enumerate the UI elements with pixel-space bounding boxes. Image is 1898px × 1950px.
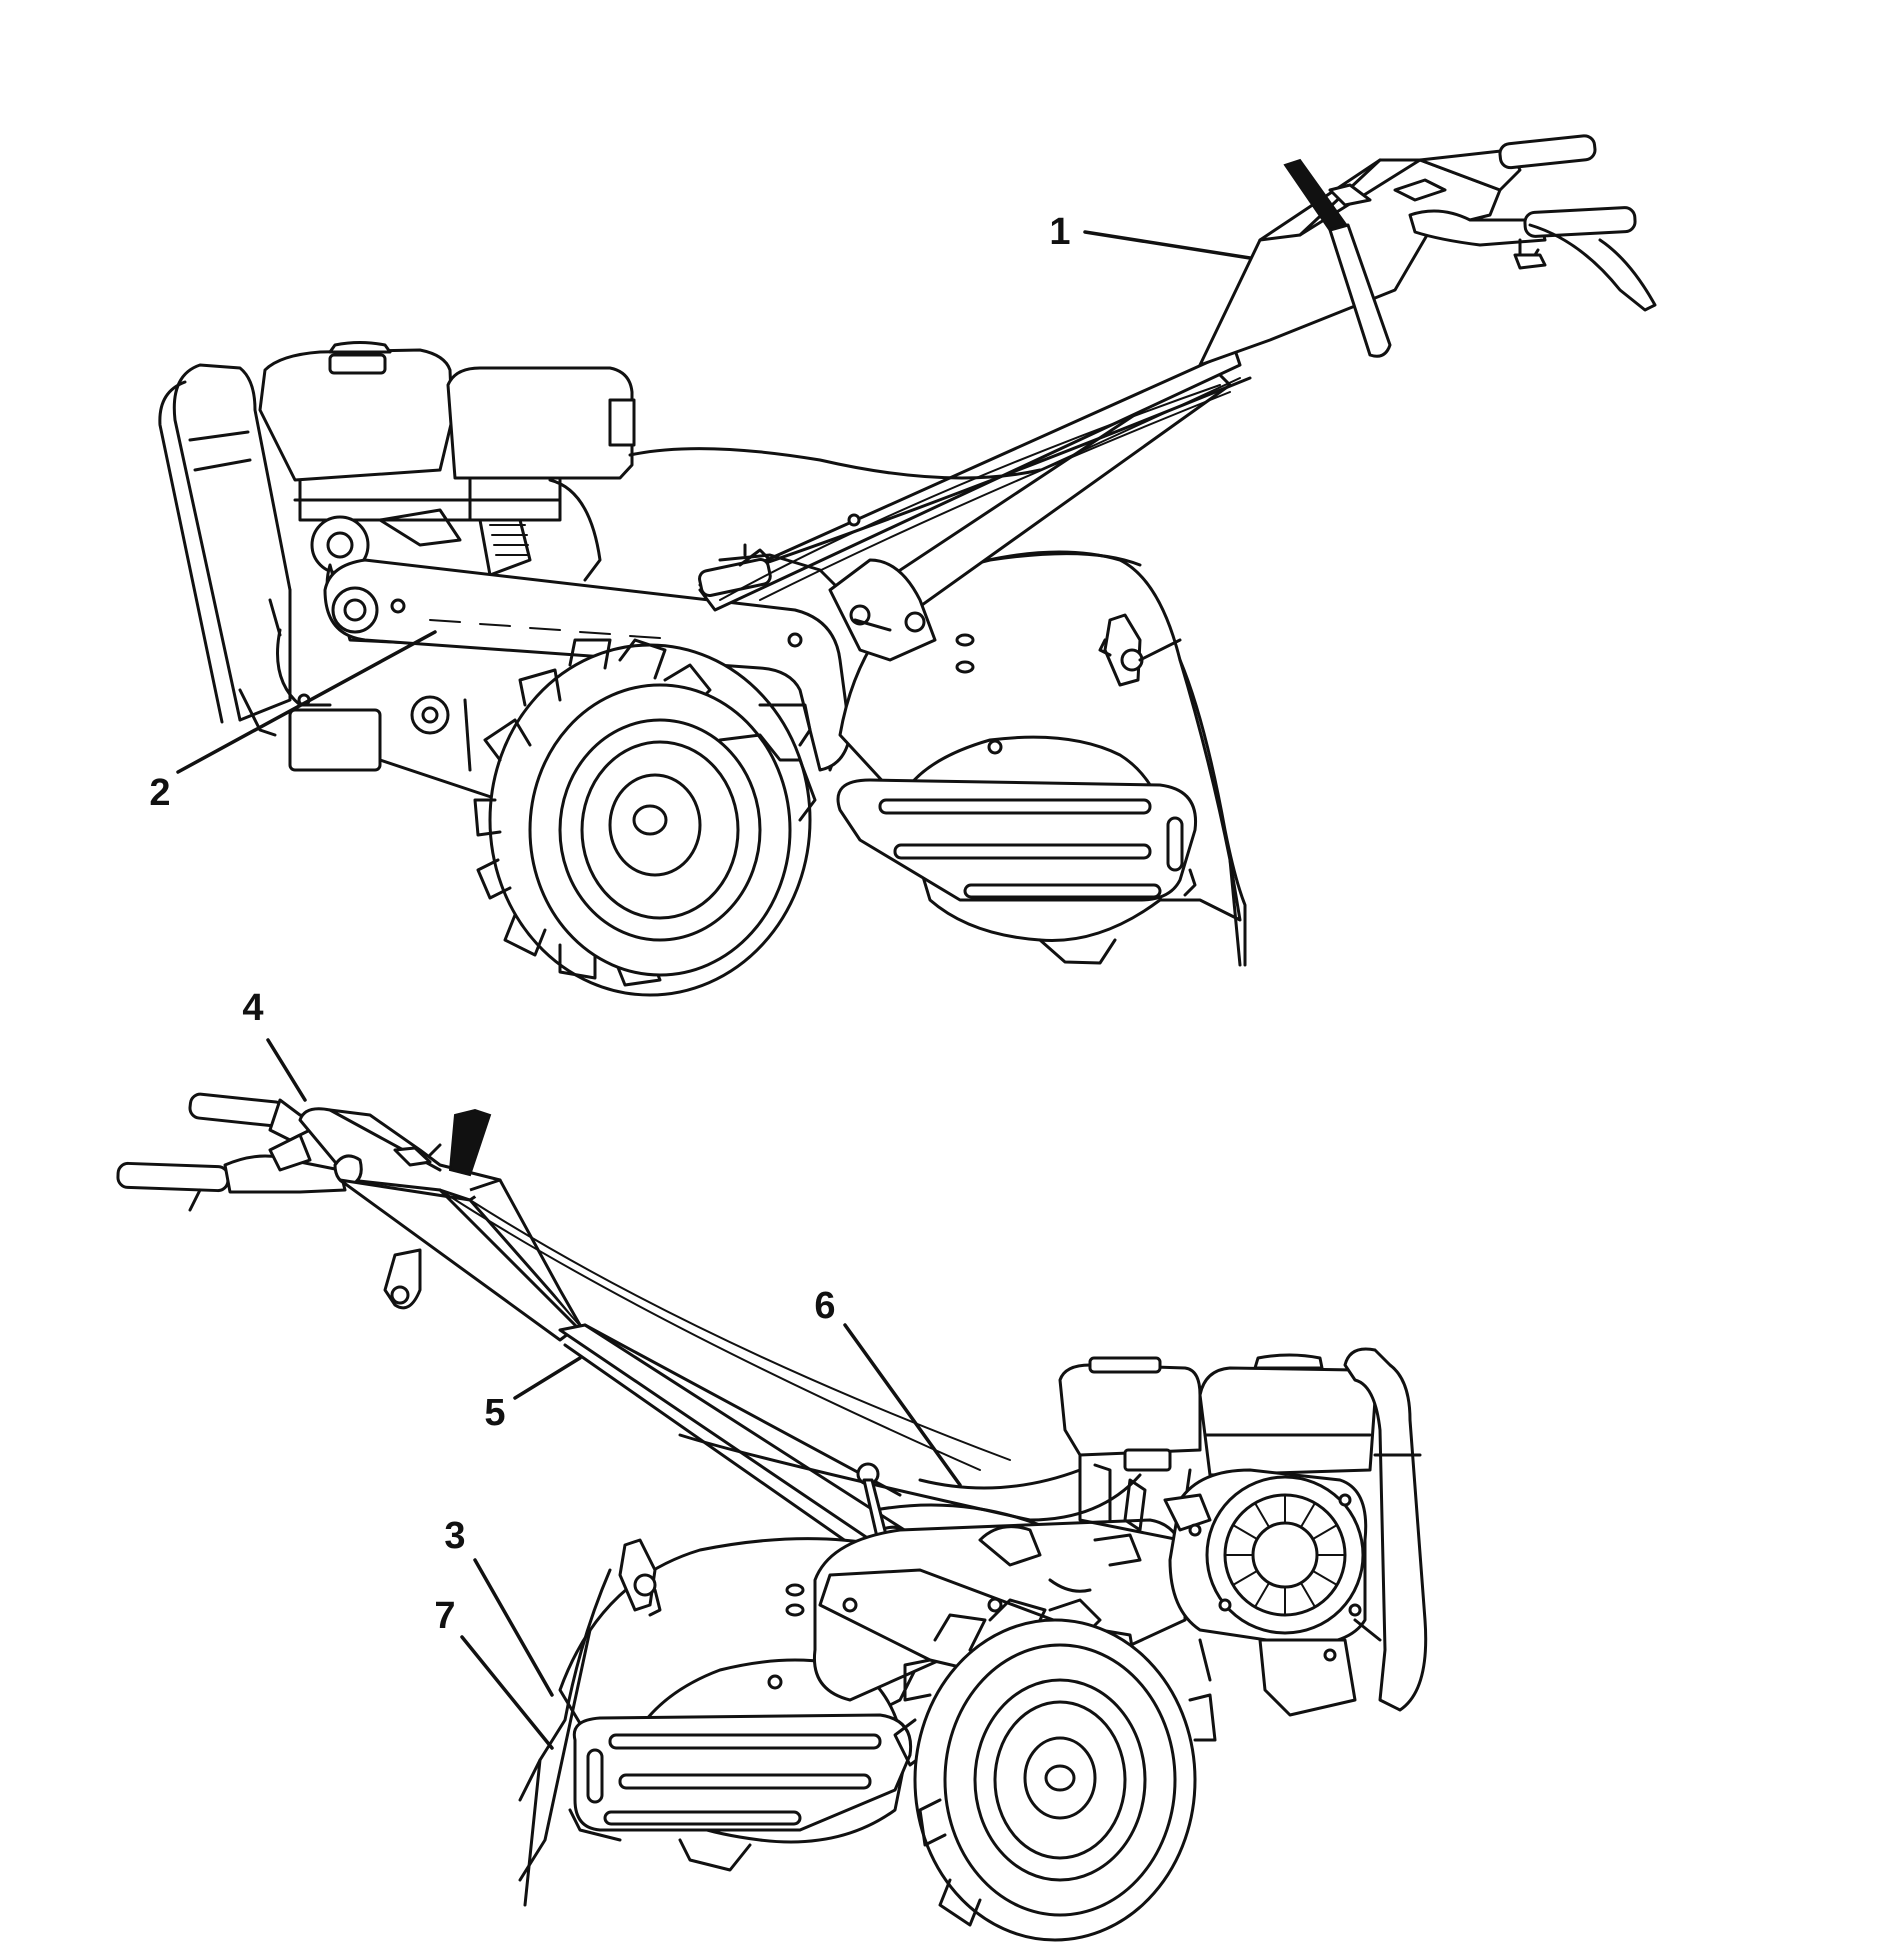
callout-6: 6 <box>814 1285 835 1327</box>
front-bumper <box>158 363 292 724</box>
engine-top <box>258 341 636 582</box>
tine-hood-top <box>836 550 1247 967</box>
control-cables-top <box>628 377 1241 601</box>
chain-case <box>268 558 852 772</box>
leader-5 <box>513 1356 582 1400</box>
handlebar-top <box>698 134 1657 662</box>
tine-hood-bottom <box>518 1537 932 1907</box>
control-cables-bottom <box>439 1189 1142 1527</box>
leader-3 <box>473 1558 554 1697</box>
callout-labels: 1 2 3 4 5 6 7 <box>149 211 1070 1637</box>
drive-wheel-top <box>473 638 817 997</box>
engine-bottom <box>1058 1347 1428 1717</box>
leader-2 <box>176 630 437 774</box>
handlebar-bottom <box>116 1092 922 1587</box>
leader-1 <box>1083 230 1252 260</box>
leader-4 <box>266 1038 307 1102</box>
leader-7 <box>460 1635 554 1750</box>
callout-1: 1 <box>1049 211 1070 253</box>
drive-wheel-bottom <box>893 1525 1217 1942</box>
leader-6 <box>843 1323 962 1487</box>
tiller-bottom-view <box>116 1092 1428 1942</box>
callout-5: 5 <box>484 1392 505 1434</box>
callout-7: 7 <box>434 1595 455 1637</box>
callout-3: 3 <box>444 1515 465 1557</box>
callout-2: 2 <box>149 772 170 814</box>
tiller-top-view <box>158 134 1657 997</box>
lower-frame <box>238 688 522 832</box>
callout-4: 4 <box>242 987 263 1029</box>
callout-leaders <box>176 230 1252 1750</box>
